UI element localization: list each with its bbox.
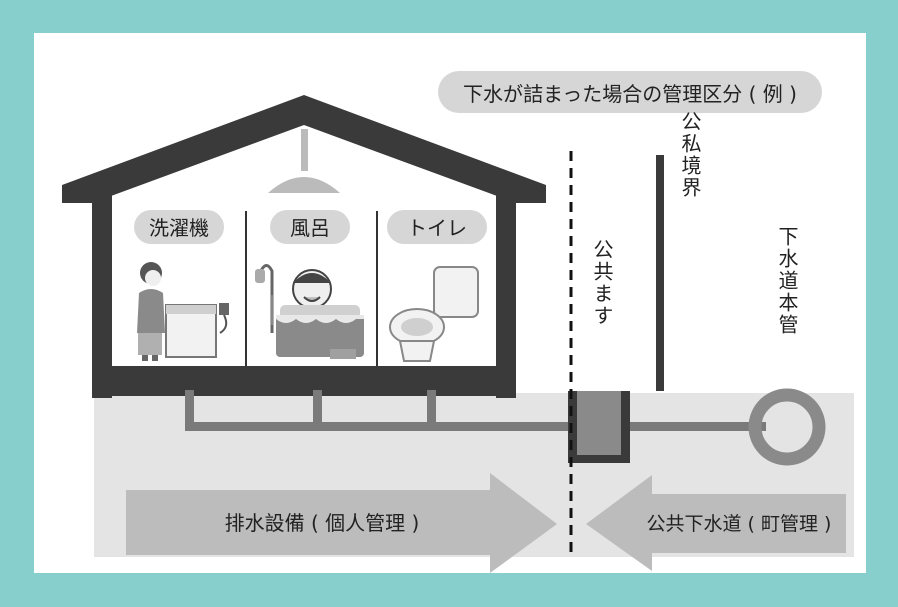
- house-right-wall: [496, 183, 516, 398]
- room-label-pill-toilet: [387, 210, 487, 244]
- room-label-bath: 風呂: [290, 216, 330, 240]
- public-basin-label: 公共ます: [590, 239, 614, 327]
- main-sewer-pipe: [748, 388, 826, 466]
- toilet-illustration: [389, 266, 479, 362]
- room-label-toilet: トイレ: [407, 216, 467, 240]
- lamp-cord: [301, 129, 308, 171]
- drain-pipe-main: [185, 422, 571, 431]
- shower-illustration: [255, 264, 274, 333]
- sewer-connection-pipe: [626, 422, 766, 431]
- title-text: 下水が詰まった場合の管理区分 ( 例 ): [463, 82, 797, 106]
- room-label-laundry: 洗濯機: [149, 216, 209, 240]
- drain-pipe-laundry: [185, 390, 194, 430]
- bathing-person-illustration: [280, 269, 360, 319]
- lamp-shade: [268, 177, 340, 193]
- public-arrow-label: 公共下水道 ( 町管理 ): [647, 513, 832, 535]
- public-basin-interior: [577, 391, 621, 455]
- boundary-label: 公私境界: [678, 111, 702, 199]
- main-pipe-label: 下水道本管: [775, 226, 799, 336]
- woman-illustration: [137, 262, 165, 361]
- room-label-pill-laundry: [134, 210, 224, 244]
- diagram-frame: 下水が詰まった場合の管理区分 ( 例 ) 洗濯機 風呂 トイレ: [34, 33, 866, 573]
- room-label-pill-bath: [270, 210, 350, 244]
- private-management-arrow: [126, 473, 557, 573]
- private-arrow-label: 排水設備 ( 個人管理 ): [225, 511, 420, 535]
- sewer-management-diagram: 下水が詰まった場合の管理区分 ( 例 ) 洗濯機 風呂 トイレ: [62, 71, 854, 573]
- house-floor: [92, 366, 516, 396]
- public-management-arrow: [586, 475, 846, 571]
- house-left-wall: [92, 183, 112, 398]
- drain-pipe-toilet: [427, 390, 436, 430]
- title-pill: [438, 71, 822, 113]
- washing-machine-illustration: [165, 303, 229, 358]
- drain-pipe-bath: [313, 390, 322, 430]
- boundary-marker-bar: [656, 155, 664, 391]
- bathtub-illustration: [276, 315, 364, 359]
